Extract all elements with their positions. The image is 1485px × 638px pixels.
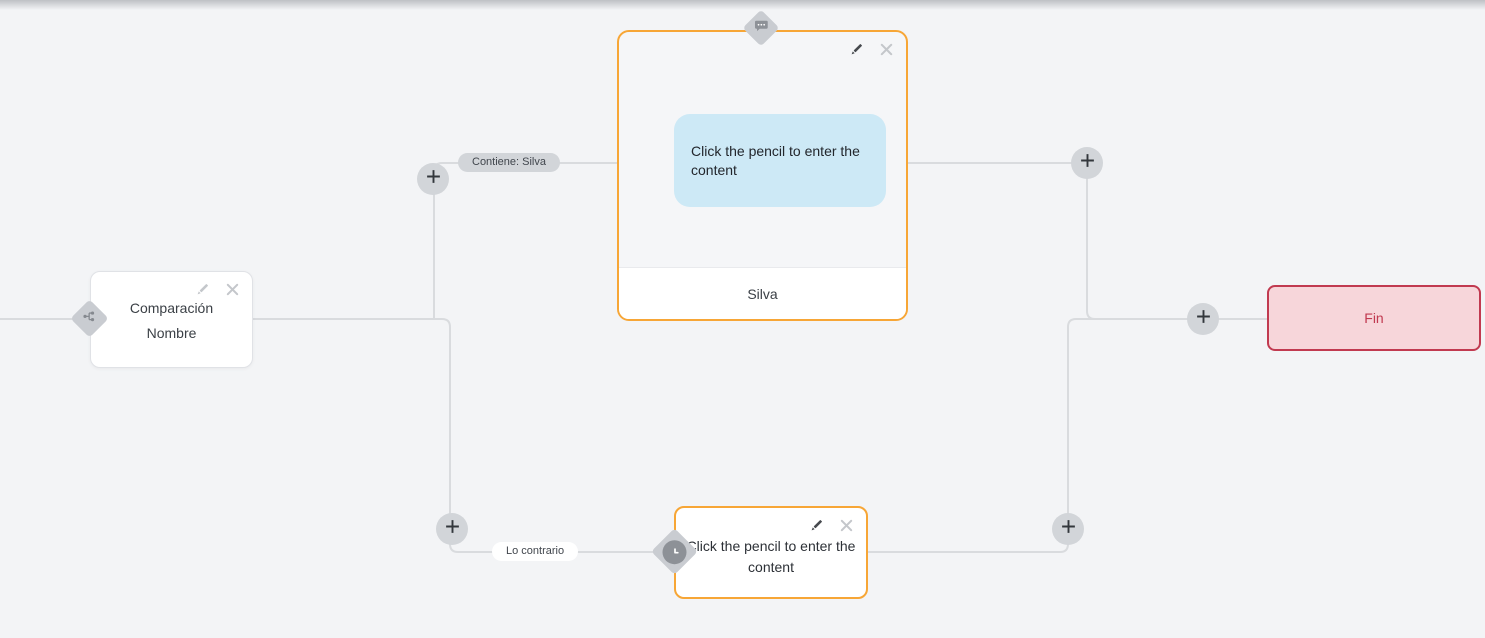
add-node-button-bottom-branch[interactable] [436,513,468,545]
edit-pencil-icon[interactable] [809,518,824,533]
delete-x-icon[interactable] [225,282,240,297]
message-node-footer: Silva [619,267,906,319]
wait-node-badge [651,528,698,575]
end-node-label: Fin [1364,310,1384,326]
plus-icon [1195,308,1212,330]
message-footer-label: Silva [747,285,778,302]
plus-icon [1079,152,1096,174]
delete-x-icon[interactable] [879,42,894,57]
condition-title-line1: Comparación [129,300,214,316]
edge-condition-to-bottom-branch [253,318,660,553]
branch-split-icon [82,309,97,329]
plus-icon [425,168,442,190]
add-node-button-after-wait[interactable] [1052,513,1084,545]
branch-label-contains[interactable]: Contiene: Silva [458,153,560,172]
condition-title-line2: Nombre [146,325,197,341]
wait-placeholder-text: Click the pencil to enter the content [686,538,856,575]
edge-wait-to-end [868,318,1100,553]
edit-pencil-icon[interactable] [195,282,210,297]
message-node[interactable]: Click the pencil to enter the content Si… [617,30,908,321]
edit-pencil-icon[interactable] [849,42,864,57]
message-node-badge [742,9,780,47]
chat-bubble-icon [754,18,769,38]
clock-icon [662,539,687,564]
end-node[interactable]: Fin [1267,285,1481,351]
message-placeholder-text: Click the pencil to enter the content [691,142,860,178]
add-node-button-top-branch[interactable] [417,163,449,195]
edge-message-to-end [908,162,1267,320]
message-preview-bubble: Click the pencil to enter the content [674,114,886,207]
edge-condition-to-top-branch [433,162,617,319]
plus-icon [1060,518,1077,540]
add-node-button-before-end[interactable] [1187,303,1219,335]
wait-node[interactable]: Click the pencil to enter the content [674,506,868,599]
delete-x-icon[interactable] [839,518,854,533]
branch-label-otherwise[interactable]: Lo contrario [492,542,579,561]
condition-node[interactable]: Comparación Nombre [90,271,253,368]
plus-icon [444,518,461,540]
condition-node-badge [70,299,109,338]
add-node-button-after-message[interactable] [1071,147,1103,179]
